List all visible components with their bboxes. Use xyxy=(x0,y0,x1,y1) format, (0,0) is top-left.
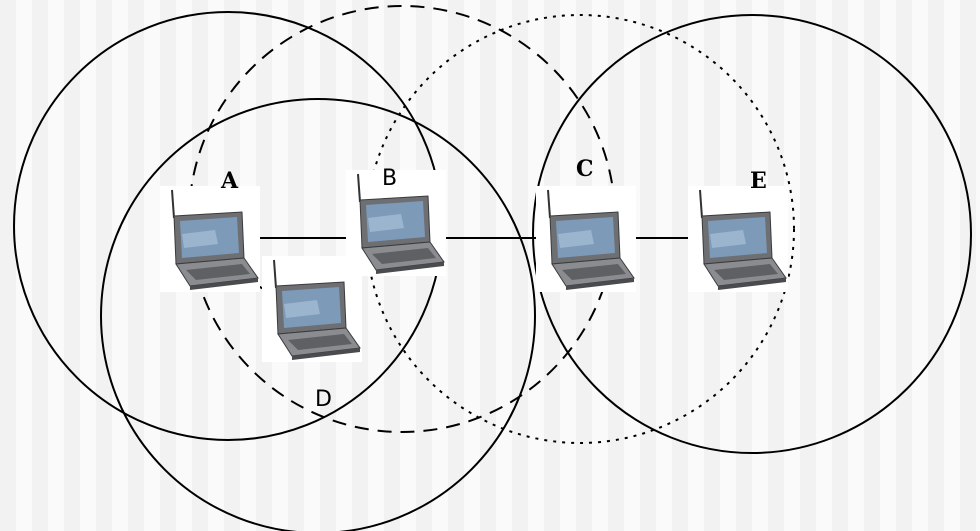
range-circle-e xyxy=(532,14,972,454)
node-label-d: D xyxy=(315,387,332,412)
range-circle-d xyxy=(100,98,536,531)
laptop-icon xyxy=(535,185,637,293)
node-e xyxy=(687,185,789,293)
node-d xyxy=(261,255,363,363)
laptop-icon xyxy=(159,185,261,293)
node-label-a: A xyxy=(220,168,239,194)
node-c xyxy=(535,185,637,293)
laptop-icon xyxy=(687,185,789,293)
node-label-e: E xyxy=(750,168,767,194)
laptop-icon xyxy=(261,255,363,363)
node-label-c: C xyxy=(576,156,594,182)
range-circles xyxy=(13,5,972,531)
node-a xyxy=(159,185,261,293)
node-label-b: B xyxy=(382,166,397,191)
range-circle-c xyxy=(365,14,795,444)
